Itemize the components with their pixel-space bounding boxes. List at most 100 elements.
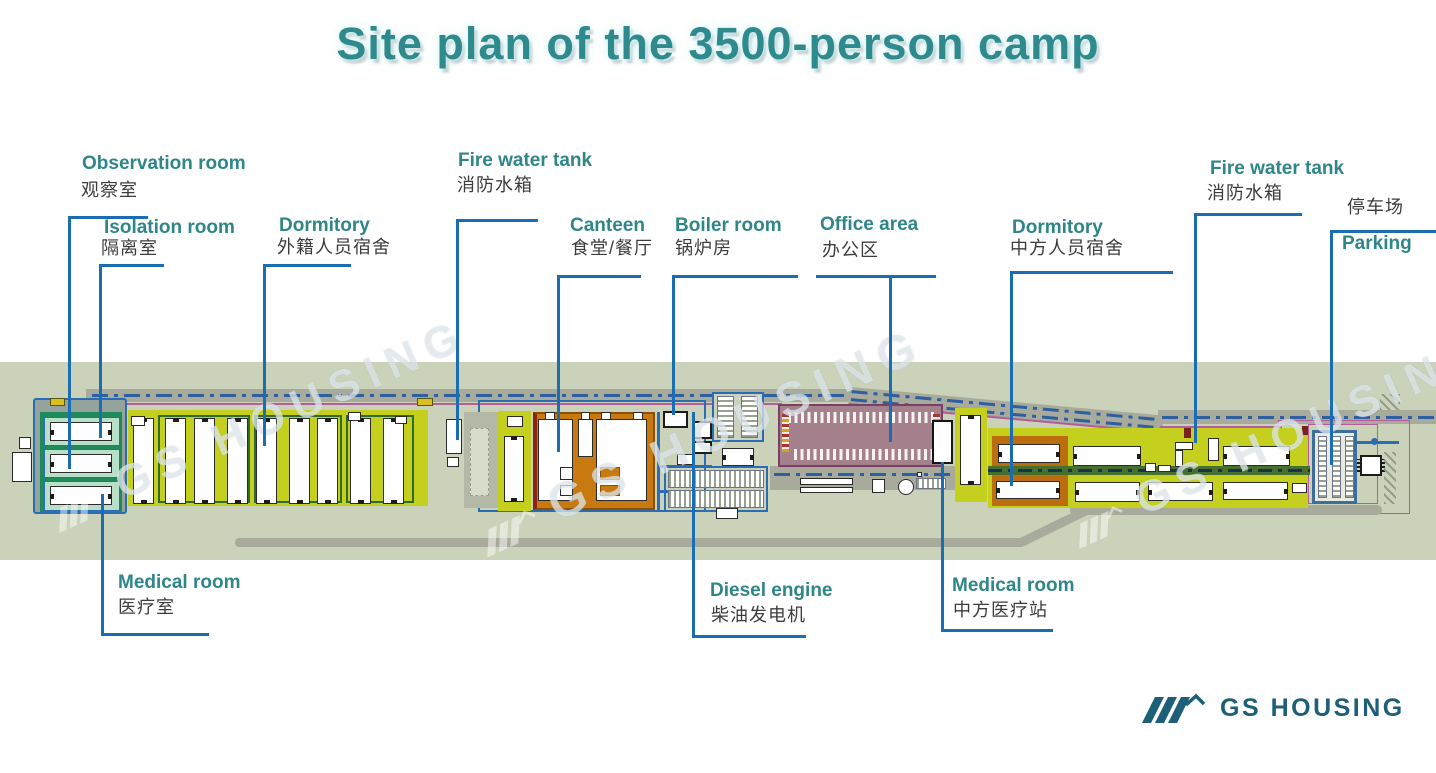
leader-boiler	[672, 275, 798, 278]
building-dormitory	[317, 418, 338, 504]
footer-brand: GS HOUSING	[1142, 691, 1405, 725]
building-dormitory	[165, 418, 186, 504]
leader-canteen	[557, 275, 641, 278]
building-canteen	[560, 467, 573, 480]
tank-marker	[1302, 426, 1308, 435]
road-top-centerline	[92, 394, 852, 397]
grid-cells	[668, 470, 764, 488]
leader-fire-tank-right	[1194, 213, 1302, 216]
office-units	[788, 412, 934, 423]
building	[633, 412, 643, 420]
boundary-line	[1160, 426, 1282, 428]
building-dormitory	[1223, 446, 1290, 466]
leader-medical-left	[101, 494, 104, 636]
building	[545, 412, 555, 420]
label-observation-room-zh: 观察室	[81, 180, 138, 200]
hatch-area	[1384, 452, 1396, 504]
rack-rows	[717, 396, 734, 438]
leader-diesel	[692, 412, 695, 638]
label-boiler-room-zh: 锅炉房	[675, 238, 732, 258]
building-dormitory	[194, 418, 215, 504]
path-line	[1357, 441, 1399, 444]
building-diesel	[692, 441, 712, 454]
label-diesel-engine-zh: 柴油发电机	[711, 605, 806, 625]
building	[716, 508, 738, 519]
boundary-line	[90, 403, 782, 405]
leader-office	[889, 275, 892, 442]
building-canteen	[596, 419, 647, 501]
leader-dormitory-left	[263, 264, 266, 446]
building	[1158, 465, 1171, 472]
leader-isolation	[99, 264, 164, 267]
building-dormitory	[350, 418, 371, 504]
label-observation-room-en: Observation room	[82, 153, 246, 174]
leader-boiler	[672, 275, 675, 415]
parking-stalls	[1345, 436, 1354, 498]
leader-medical-right	[941, 629, 1053, 632]
office-units	[794, 449, 934, 460]
building	[447, 457, 459, 467]
label-canteen-zh: 食堂/餐厅	[571, 238, 654, 258]
building-medical-right	[932, 420, 953, 464]
grid-cells	[668, 490, 764, 508]
utility-bar	[800, 478, 853, 485]
gs-housing-logo-icon	[1142, 693, 1206, 723]
label-medical-right-zh: 中方医疗站	[953, 600, 1048, 620]
building-dormitory	[227, 418, 248, 504]
building	[19, 437, 31, 449]
label-dormitory-right-zh: 中方人员宿舍	[1010, 238, 1124, 258]
building-dormitory	[1075, 482, 1140, 502]
building-fire-tank-right	[1175, 442, 1193, 450]
label-fire-tank-right-zh: 消防水箱	[1207, 183, 1283, 203]
leader-isolation	[99, 264, 102, 438]
pad-footprint	[470, 428, 489, 496]
building-dormitory	[133, 418, 154, 504]
leader-observation	[68, 216, 71, 469]
utility-box	[917, 472, 922, 477]
office-units	[782, 414, 789, 452]
leader-fire-tank-left	[456, 219, 538, 222]
label-boiler-room-en: Boiler room	[675, 215, 782, 236]
utility-bar	[800, 487, 853, 493]
path-line	[657, 412, 660, 510]
building-fire-tank-right	[1175, 450, 1183, 467]
label-medical-left-zh: 医疗室	[118, 597, 175, 617]
label-dormitory-left-en: Dormitory	[279, 215, 370, 236]
building-dormitory	[383, 418, 404, 504]
path-node	[1371, 438, 1378, 445]
building	[1208, 438, 1219, 461]
building-canteen	[560, 485, 573, 496]
courtyard	[600, 467, 620, 480]
leader-fire-tank-right	[1194, 213, 1197, 443]
building-dormitory	[1223, 482, 1288, 500]
utility-box	[872, 479, 885, 493]
building	[348, 412, 361, 421]
label-dormitory-right-en: Dormitory	[1012, 217, 1103, 238]
parking-stalls	[1332, 436, 1341, 498]
site-plan-map: GS HOUSING GS HOUSING GS HOUSING	[0, 309, 1436, 560]
rack-rows	[741, 396, 758, 438]
label-fire-tank-left-zh: 消防水箱	[457, 175, 533, 195]
leader-canteen	[557, 275, 560, 452]
building-fire-water-tank	[446, 419, 462, 454]
page-title: Site plan of the 3500-person camp	[336, 18, 1100, 69]
building	[1292, 483, 1307, 493]
label-medical-right-en: Medical room	[952, 575, 1075, 596]
building	[12, 452, 32, 482]
building	[581, 412, 590, 420]
building-dormitory	[998, 444, 1060, 463]
building-transformer	[1360, 455, 1382, 476]
tank-marker	[1184, 428, 1191, 438]
building	[1145, 463, 1156, 472]
building	[960, 415, 981, 485]
building	[507, 416, 523, 427]
building-dormitory	[289, 418, 310, 504]
building	[504, 436, 524, 502]
leader-medical-left	[101, 633, 209, 636]
leader-parking	[1330, 230, 1436, 233]
building-medical	[50, 486, 112, 505]
building-dormitory	[1073, 446, 1141, 466]
building-boiler	[663, 411, 688, 428]
label-dormitory-left-zh: 外籍人员宿舍	[277, 237, 391, 257]
